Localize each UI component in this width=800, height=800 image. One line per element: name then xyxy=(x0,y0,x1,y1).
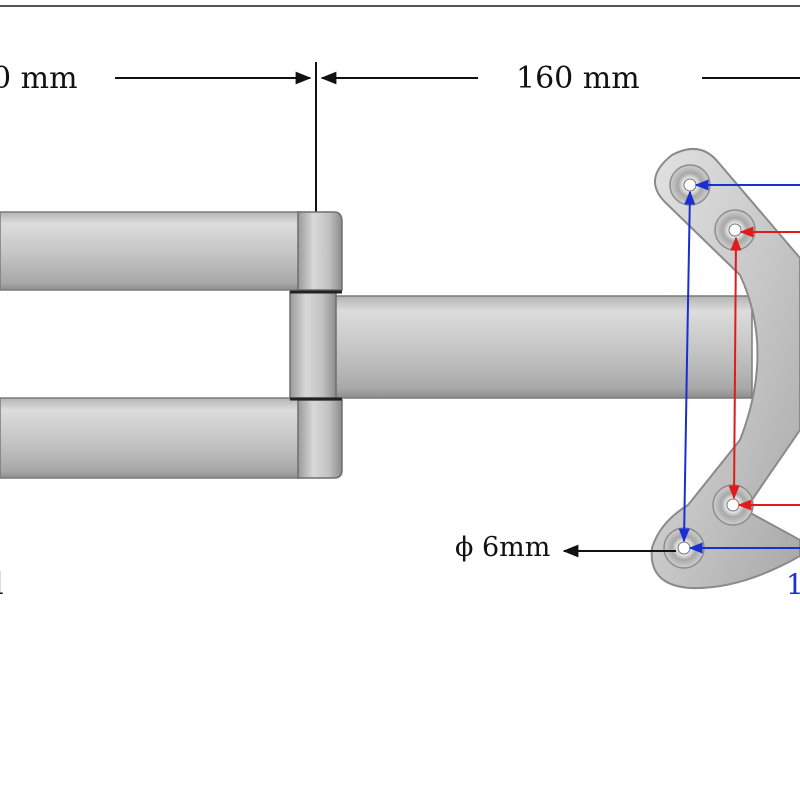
hole-diameter-callout: ϕ 6mm xyxy=(455,532,676,563)
extension-arm-bar xyxy=(331,295,753,399)
right-arm-length-label: 160 mm xyxy=(516,61,640,96)
left-arm-length-label: 0 mm xyxy=(0,61,78,96)
dimension-line-group: 0 mm 160 mm xyxy=(0,61,800,212)
inner-hole-pattern-lines xyxy=(728,226,800,511)
hinge-middle-segment xyxy=(289,291,337,399)
hinge-bottom-segment xyxy=(297,399,343,479)
inner-vertical-arrow-up xyxy=(730,236,742,371)
lower-arm-bar xyxy=(0,397,301,479)
inner-vertical-arrow-down xyxy=(728,369,740,500)
mount-hole-top-inner xyxy=(714,209,756,251)
outer-hole-pattern-lines: 1 xyxy=(678,179,800,601)
hinge-top-segment xyxy=(297,211,343,291)
outer-vertical-arrow-up xyxy=(684,190,696,361)
outer-pattern-width-label: 1 xyxy=(786,568,800,601)
upper-arm-bar xyxy=(0,211,301,291)
left-double-arm xyxy=(0,211,301,479)
hole-diameter-label: ϕ 6mm xyxy=(455,532,550,563)
left-edge-partial-label: l xyxy=(0,567,4,602)
outer-vertical-arrow-down xyxy=(678,359,690,543)
hinge-joint xyxy=(289,211,343,479)
